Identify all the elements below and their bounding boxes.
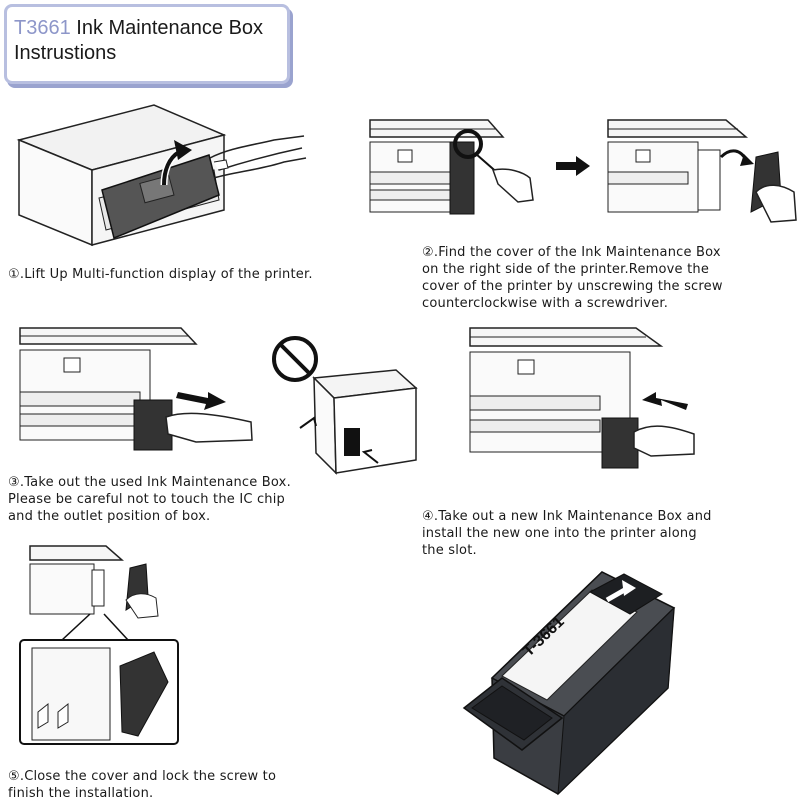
cover-lock-detail-illustration [19,613,179,745]
maintenance-box-product-illustration [462,571,676,796]
page-title: T3661 Ink Maintenance Box [14,17,263,40]
model-number: T3661 [14,17,71,39]
title-text: Ink Maintenance Box [70,17,264,39]
page-subtitle: Instrustions [14,42,117,64]
arrow-right-icon [556,156,590,176]
prohibited-icon [272,336,318,382]
printer-close-cover-illustration [29,545,159,619]
step-2-text: ②.Find the cover of the Ink Maintenance … [422,245,723,311]
printer-cover-removed-illustration [607,119,797,223]
step-1-text: ①.Lift Up Multi-function display of the … [8,267,313,282]
printer-insert-box-illustration [469,327,695,469]
printer-cover-screw-illustration [369,119,534,215]
printer-lift-panel-illustration [16,104,307,247]
title-box [4,4,290,84]
step-4-text: ④.Take out a new Ink Maintenance Box and… [422,509,712,558]
step-5-text: ⑤.Close the cover and lock the screw to … [8,769,277,801]
printer-remove-box-illustration [19,327,253,451]
maintenance-box-chip-illustration [299,369,418,475]
step-3-text: ③.Take out the used Ink Maintenance Box.… [8,475,291,524]
